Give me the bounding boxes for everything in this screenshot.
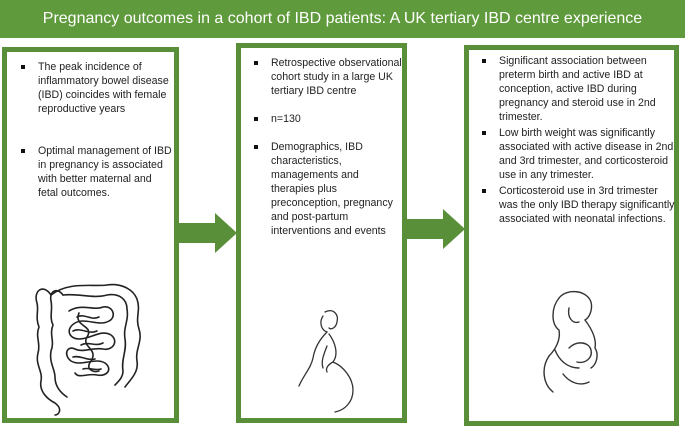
background-list: The peak incidence of inflammatory bowel… [21, 60, 173, 228]
list-item: Corticosteroid use in 3rd trimester was … [482, 185, 675, 225]
list-item: n=130 [254, 112, 403, 126]
methods-list: Retrospective observational cohort study… [254, 56, 403, 252]
title-banner: Pregnancy outcomes in a cohort of IBD pa… [0, 0, 685, 38]
arrow-right-icon [179, 213, 237, 253]
list-item: Retrospective observational cohort study… [254, 57, 402, 97]
intestine-icon [35, 283, 141, 416]
pregnant-woman-icon [298, 310, 354, 413]
arrow-right-icon [407, 209, 465, 249]
mother-baby-icon [543, 291, 598, 393]
list-item: Optimal management of IBD in pregnancy i… [21, 145, 172, 199]
list-item: Demographics, IBD characteristics, manag… [254, 140, 403, 238]
list-item: The peak incidence of inflammatory bowel… [21, 60, 173, 116]
list-item: Significant association between preterm … [482, 54, 675, 124]
page-title: Pregnancy outcomes in a cohort of IBD pa… [42, 10, 643, 27]
results-panel: Significant association between preterm … [464, 45, 679, 426]
methods-panel: Retrospective observational cohort study… [236, 43, 407, 423]
results-list: Significant association between preterm … [482, 54, 675, 228]
list-item: Low birth weight was significantly assoc… [482, 127, 674, 181]
background-panel: The peak incidence of inflammatory bowel… [2, 47, 179, 423]
